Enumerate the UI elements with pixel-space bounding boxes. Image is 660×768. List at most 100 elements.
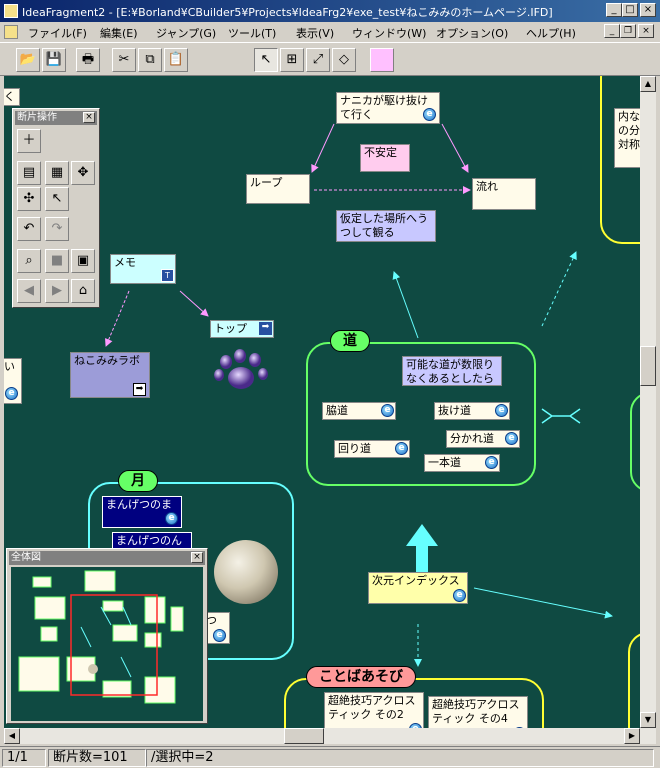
undo-icon[interactable]: ↶ <box>17 217 41 241</box>
redo-icon[interactable]: ↷ <box>45 217 69 241</box>
color-swatch-button[interactable] <box>370 48 394 72</box>
menu-file[interactable]: ファイル(F) <box>28 27 87 40</box>
new-fragment-icon[interactable]: ＋ <box>17 129 41 153</box>
ie-link-icon[interactable]: e <box>5 387 18 400</box>
overview-map[interactable] <box>11 567 203 721</box>
menu-view[interactable]: 表示(V) <box>296 27 335 40</box>
cut-icon[interactable]: ✂ <box>112 48 136 72</box>
copy-icon[interactable]: ⧉ <box>138 48 162 72</box>
node-fuantei[interactable]: 不安定 <box>360 144 410 172</box>
mdi-restore-button[interactable]: ❐ <box>620 24 636 38</box>
group-right-mid[interactable] <box>630 392 640 492</box>
scroll-down-icon[interactable]: ▼ <box>640 712 656 728</box>
node-chozetsu2[interactable]: 超絶技巧アクロスティック その2e <box>324 692 424 736</box>
group-title-kotoba[interactable]: ことばあそび <box>306 666 416 688</box>
viewport-rect[interactable] <box>70 594 158 696</box>
close-button[interactable]: × <box>640 3 656 17</box>
ie-link-icon[interactable]: e <box>423 108 436 121</box>
node-kanou[interactable]: 可能な道が数限りなくあるとしたら <box>402 356 502 386</box>
ie-link-icon[interactable]: e <box>453 589 466 602</box>
overview-palette[interactable]: 全体図× <box>6 548 208 724</box>
shape-icon[interactable]: ■ <box>45 249 69 273</box>
minimize-button[interactable]: _ <box>606 3 622 17</box>
palette-title[interactable]: 断片操作× <box>15 111 97 125</box>
pointer-icon[interactable]: ↖ <box>45 187 69 211</box>
menu-tool[interactable]: ツール(T) <box>228 27 277 40</box>
node-kasou[interactable]: 仮定した場所へうつして観る <box>336 210 436 242</box>
node-labo[interactable]: ねこみみラボ ➡ <box>70 352 150 398</box>
menu-help[interactable]: ヘルプ(H) <box>526 27 576 40</box>
hscroll-thumb[interactable] <box>284 728 324 744</box>
horizontal-scrollbar[interactable]: ◀ ▶ <box>4 728 640 744</box>
scroll-up-icon[interactable]: ▲ <box>640 76 656 92</box>
monitor-icon[interactable]: ▣ <box>71 249 95 273</box>
group-tool-icon[interactable]: ◇ <box>332 48 356 72</box>
group-title-michi[interactable]: 道 <box>330 330 370 352</box>
node-right-edge[interactable]: 内な の分 対称 <box>614 108 640 168</box>
ie-link-icon[interactable]: e <box>505 432 518 445</box>
node-tool-icon[interactable]: ⊞ <box>280 48 304 72</box>
menu-window[interactable]: ウィンドウ(W) <box>352 27 427 40</box>
palette-close-button[interactable]: × <box>83 112 95 123</box>
menu-option[interactable]: オプション(O) <box>436 27 509 40</box>
mdi-minimize-button[interactable]: _ <box>604 24 620 38</box>
group-title-tsuki[interactable]: 月 <box>118 470 158 492</box>
scroll-left-icon[interactable]: ◀ <box>4 728 20 744</box>
paste-icon[interactable]: 📋 <box>164 48 188 72</box>
scroll-right-icon[interactable]: ▶ <box>624 728 640 744</box>
open-folder-icon[interactable]: 📂 <box>16 48 40 72</box>
ie-link-icon[interactable]: e <box>165 512 178 525</box>
node-left-edge-top[interactable]: く <box>4 88 20 106</box>
grid-view-icon[interactable]: ▦ <box>45 161 69 185</box>
full-moon-image <box>214 540 278 604</box>
back-icon[interactable]: ◀ <box>17 279 41 303</box>
node-loop[interactable]: ループ <box>246 174 310 204</box>
node-nagare[interactable]: 流れ <box>472 178 536 210</box>
palette-title[interactable]: 全体図× <box>9 551 205 565</box>
gather-icon[interactable]: ✣ <box>17 187 41 211</box>
vertical-scrollbar[interactable]: ▲ ▼ <box>640 76 656 744</box>
group-michi[interactable] <box>306 342 536 486</box>
doc-icon[interactable] <box>4 25 18 39</box>
menu-jump[interactable]: ジャンプ(G) <box>156 27 217 40</box>
forward-icon[interactable]: ▶ <box>45 279 69 303</box>
fragment-palette[interactable]: 断片操作× ＋ ▤ ▦ ✥ ✣ ↖ ↶ ↷ ⌕ ■ ▣ ◀ ▶ ⌂ <box>12 108 100 308</box>
print-icon[interactable]: 🖶 <box>76 48 100 72</box>
maximize-button[interactable]: □ <box>622 3 638 17</box>
menu-edit[interactable]: 編集(E) <box>100 27 138 40</box>
palette-close-button[interactable]: × <box>191 552 203 563</box>
list-view-icon[interactable]: ▤ <box>17 161 41 185</box>
node-top[interactable]: トップ➡ <box>210 320 274 338</box>
jump-arrow-icon[interactable]: ➡ <box>133 383 146 396</box>
find-icon[interactable]: ⌕ <box>17 249 41 273</box>
ie-link-icon[interactable]: e <box>381 404 394 417</box>
jump-arrow-icon[interactable]: ➡ <box>259 322 272 335</box>
link-tool-icon[interactable]: ⤢ <box>306 48 330 72</box>
spread-icon[interactable]: ✥ <box>71 161 95 185</box>
mdi-close-button[interactable]: × <box>638 24 654 38</box>
select-arrow-icon[interactable]: ↖ <box>254 48 278 72</box>
vscroll-thumb[interactable] <box>640 346 656 386</box>
ie-link-icon[interactable]: e <box>495 404 508 417</box>
node-manketsu2[interactable]: まんげつのん <box>112 532 192 550</box>
home-icon[interactable]: ⌂ <box>71 279 95 303</box>
node-label: 超絶技巧アクロスティック その2 <box>328 694 416 721</box>
text-doc-icon[interactable]: T <box>161 269 174 282</box>
save-icon[interactable]: 💾 <box>42 48 66 72</box>
group-right-top[interactable] <box>600 76 640 244</box>
ie-link-icon[interactable]: e <box>485 456 498 469</box>
node-label: ねこみみラボ <box>74 354 140 367</box>
ie-link-icon[interactable]: e <box>395 442 408 455</box>
ie-link-icon[interactable]: e <box>213 629 226 642</box>
